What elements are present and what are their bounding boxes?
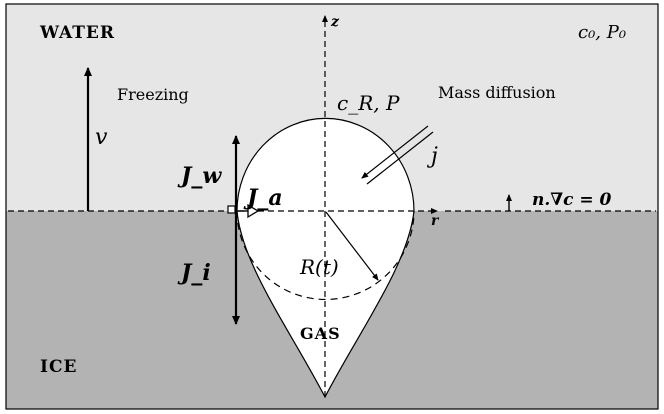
velocity-label: v	[95, 125, 108, 150]
diffusion-arrow-a	[361, 125, 429, 179]
radius-label: R(t)	[299, 255, 339, 279]
radius-circle-dashed	[236, 210, 415, 301]
z-axis-label: z	[330, 14, 340, 30]
radius-arrow	[325, 211, 379, 281]
boundary-condition-label: n.∇c = 0	[532, 190, 612, 210]
gas-label: GAS	[300, 324, 341, 343]
flux-air-label: J_a	[243, 185, 283, 211]
flux-air-arrow-head	[247, 203, 260, 219]
ice-label: ICE	[40, 357, 77, 377]
bubble-conc-label: c_R, P	[337, 91, 400, 115]
gas-bubble	[236, 117, 415, 399]
contact-point-marker	[227, 205, 236, 214]
far-field-label: c₀, P₀	[578, 22, 626, 43]
flux-ice-label: J_i	[177, 260, 211, 286]
r-axis-label: r	[431, 213, 440, 229]
diffusion-arrow-b	[366, 131, 434, 185]
mass-diffusion-label: Mass diffusion	[438, 83, 556, 102]
water-label: WATER	[39, 23, 115, 43]
frame-border	[5, 3, 659, 410]
freezing-label: Freezing	[117, 85, 189, 104]
flux-water-label: J_w	[177, 163, 222, 189]
